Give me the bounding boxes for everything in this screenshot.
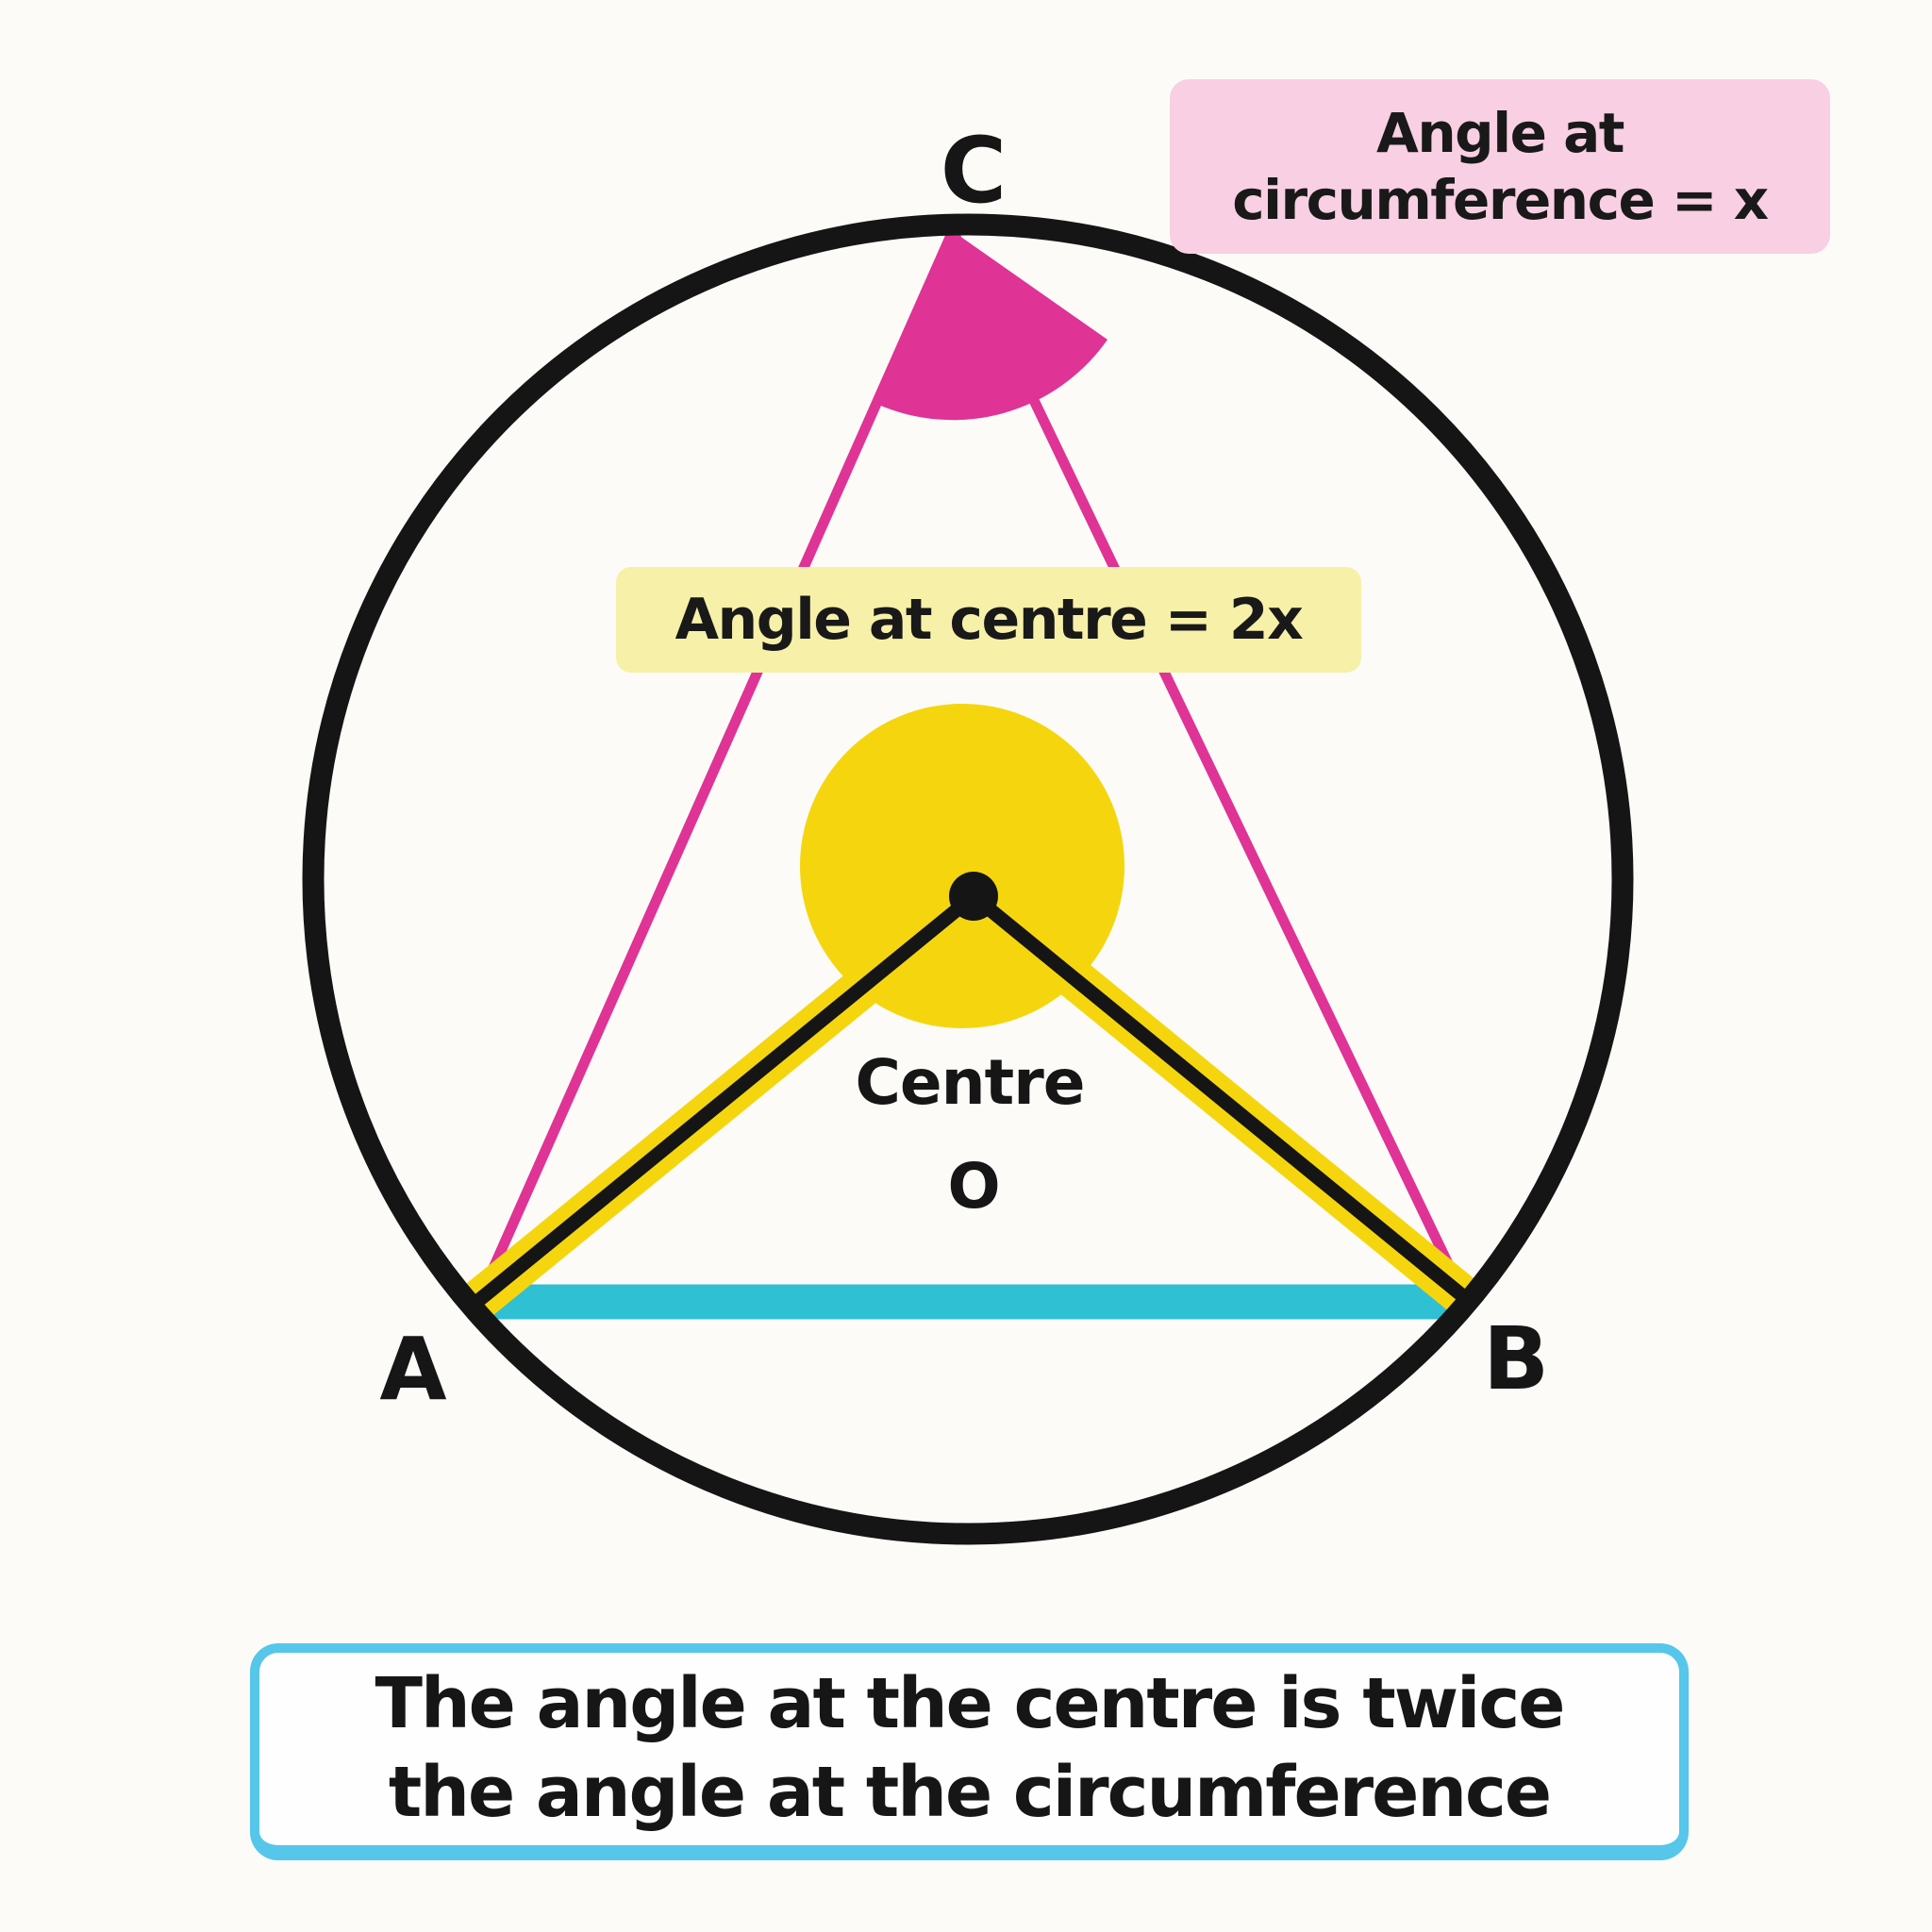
theorem-caption-line2: the angle at the circumference bbox=[388, 1752, 1552, 1833]
chord-cb bbox=[948, 228, 1469, 1300]
circle-outline bbox=[302, 213, 1634, 1545]
centre-letter-label: O bbox=[947, 1150, 1000, 1223]
angle-at-circumference-line1: Angle at bbox=[1376, 100, 1624, 165]
angle-at-centre-callout: Angle at centre = 2x bbox=[616, 567, 1361, 673]
angle-at-centre-text: Angle at centre = 2x bbox=[675, 587, 1304, 653]
angle-at-circumference-line2: circumference = x bbox=[1232, 167, 1769, 232]
angle-at-circumference-callout: Angle at circumference = x bbox=[1170, 79, 1830, 254]
point-label-b: B bbox=[1482, 1308, 1549, 1409]
centre-point-dot bbox=[949, 872, 998, 921]
theorem-caption-line1: The angle at the centre is twice bbox=[375, 1663, 1566, 1745]
chord-ca bbox=[474, 228, 958, 1303]
theorem-caption-box: The angle at the centre is twice the ang… bbox=[250, 1643, 1689, 1860]
centre-word-label: Centre bbox=[855, 1046, 1085, 1119]
point-label-c: C bbox=[940, 118, 1007, 224]
point-label-a: A bbox=[379, 1319, 446, 1420]
